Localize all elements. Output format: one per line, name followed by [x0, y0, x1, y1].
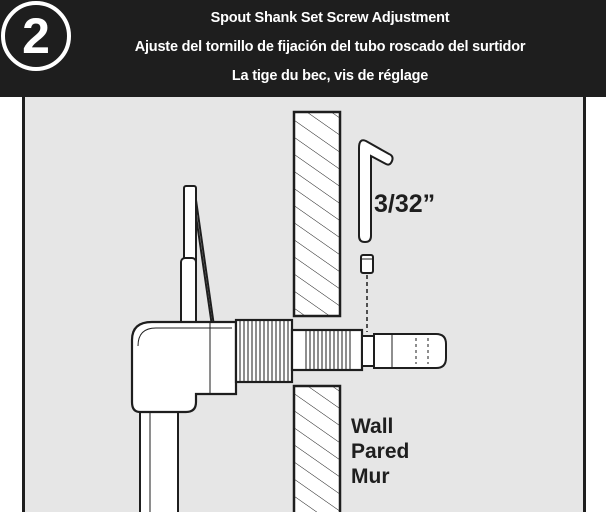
set-screw: [360, 254, 374, 332]
spout-elbow: [130, 320, 238, 414]
wall-label-english: Wall: [351, 415, 394, 438]
faucet-handle: [180, 185, 215, 329]
wall-label-spanish: Pared: [351, 440, 410, 463]
title-english: Spout Shank Set Screw Adjustment: [210, 10, 450, 26]
wrench-size-label: 3/32”: [374, 190, 436, 218]
spout-shank: [290, 328, 447, 372]
wall-lower-section: [292, 384, 342, 512]
allen-wrench-icon: [358, 139, 394, 244]
title-spanish: Ajuste del tornillo de fijación del tubo…: [134, 39, 526, 55]
threaded-nut: [234, 318, 294, 384]
step-number-badge: 2: [1, 1, 71, 71]
title-french: La tige du bec, vis de réglage: [231, 68, 429, 84]
wall-label-group: Wall Pared Mur: [351, 414, 409, 489]
wall-upper-section: [292, 110, 342, 318]
instruction-header: Spout Shank Set Screw Adjustment Ajuste …: [0, 0, 606, 97]
wall-label-french: Mur: [351, 465, 390, 488]
title-block: Spout Shank Set Screw Adjustment Ajuste …: [60, 4, 600, 91]
